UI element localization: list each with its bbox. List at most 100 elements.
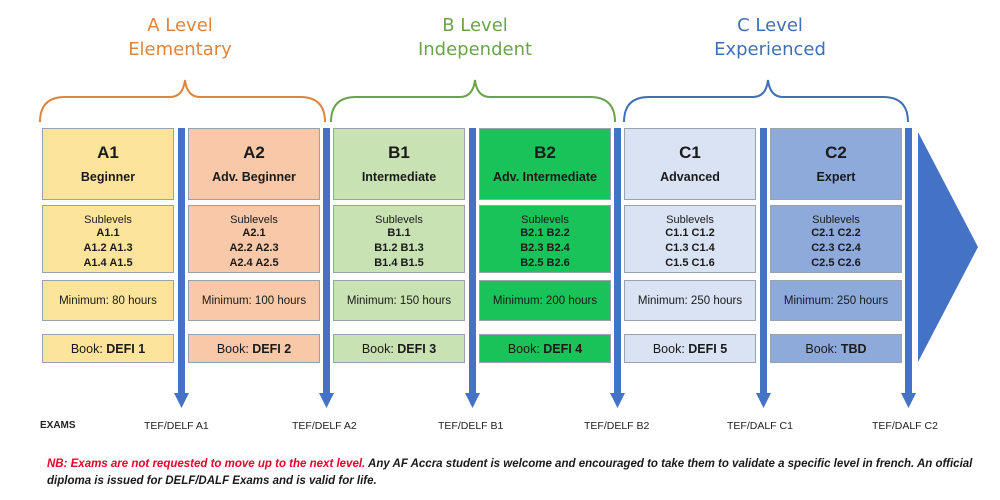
group-title-c-line2: Experienced [714,39,826,60]
group-title-a: A Level Elementary [100,14,260,62]
sublevel-line: A2.1 [242,227,266,239]
exam-b2: TEF/DELF B2 [584,420,650,432]
level-name: Advanced [660,170,720,184]
book-label: Book: [70,342,107,356]
footnote-highlight: NB: Exams are not requested to move up t… [47,458,366,470]
group-title-a-line1: A Level [147,15,213,36]
divider-arrows [174,128,916,408]
sublevel-line: A1.2 A1.3 [83,242,133,254]
sublevel-line: C1.1 C1.2 [665,227,715,239]
sublevel-line: A1.4 A1.5 [83,257,133,269]
level-code: B1 [388,143,410,162]
sublevel-line: C2.5 C2.6 [811,257,861,269]
book-title: DEFI 2 [252,342,292,356]
level-name: Expert [816,170,856,184]
sublevels-title: Sublevels [812,214,860,226]
group-title-b: B Level Independent [390,14,560,62]
book-title: DEFI 3 [397,342,437,356]
sublevels-title: Sublevels [666,214,714,226]
sublevel-line: B2.3 B2.4 [520,242,570,254]
book-title: DEFI 1 [106,342,146,356]
sublevel-line: A2.2 A2.3 [229,242,279,254]
level-code: C2 [825,143,847,162]
group-title-b-line1: B Level [442,15,508,36]
level-c1-minimum-box: Minimum: 250 hours [624,280,756,321]
book-line: Book: DEFI 4 [480,335,610,363]
level-name: Adv. Beginner [212,170,296,184]
level-b1-minimum-box: Minimum: 150 hours [333,280,465,321]
level-b2-minimum-box: Minimum: 200 hours [479,280,611,321]
level-a1-minimum-box: Minimum: 80 hours [42,280,174,321]
sublevel-line: B2.1 B2.2 [520,227,570,239]
book-label: Book: [805,342,841,356]
level-c2-book-box: Book: TBD [770,334,902,363]
divider-arrow-a2 [319,128,334,408]
level-name: Intermediate [361,170,437,184]
minimum-hours: Minimum: 100 hours [201,295,307,307]
sublevels-title: Sublevels [230,214,278,226]
brace-a [39,79,326,123]
brace-b [330,79,616,123]
divider-arrow-b2 [610,128,625,408]
group-title-c: C Level Experienced [690,14,850,62]
sublevel-line: C1.3 C1.4 [665,242,715,254]
level-a1-book-box: Book: DEFI 1 [42,334,174,363]
sublevel-line: C1.5 C1.6 [665,257,715,269]
divider-arrow-c2 [901,128,916,408]
exam-c1: TEF/DALF C1 [727,420,793,432]
book-label: Book: [507,342,544,356]
book-line: Book: DEFI 2 [189,335,319,363]
level-code: A1 [97,143,119,162]
book-title: DEFI 5 [688,342,728,356]
progression-arrow-icon [918,132,978,362]
level-c1-book-box: Book: DEFI 5 [624,334,756,363]
exam-b1: TEF/DELF B1 [438,420,504,432]
sublevel-line: A1.1 [96,227,120,239]
book-label: Book: [361,342,398,356]
footnote: NB: Exams are not requested to move up t… [47,456,977,490]
footnote-text: Any AF Accra student is welcome and enco… [47,458,973,487]
sublevel-line: C2.3 C2.4 [811,242,861,254]
level-code: A2 [243,143,265,162]
divider-arrow-c1 [756,128,771,408]
divider-arrow-a1 [174,128,189,408]
sublevel-line: B1.2 B1.3 [374,242,424,254]
book-line: Book: DEFI 3 [334,335,464,363]
exam-a2: TEF/DELF A2 [292,420,357,432]
sublevels-title: Sublevels [521,214,569,226]
minimum-hours: Minimum: 250 hours [783,295,889,307]
level-a2-book-box: Book: DEFI 2 [188,334,320,363]
group-title-b-line2: Independent [417,39,533,60]
book-label: Book: [652,342,689,356]
sublevel-line: A2.4 A2.5 [229,257,279,269]
exam-a1: TEF/DELF A1 [144,420,209,432]
sublevel-line: C2.1 C2.2 [811,227,861,239]
book-title: DEFI 4 [543,342,583,356]
book-line: Book: DEFI 5 [625,335,755,363]
exam-c2: TEF/DALF C2 [872,420,938,432]
group-title-a-line2: Elementary [128,39,232,60]
book-line: Book: TBD [771,335,901,363]
level-b1-book-box: Book: DEFI 3 [333,334,465,363]
sublevels-title: Sublevels [84,214,132,226]
sublevel-line: B1.1 [387,227,411,239]
level-name: Adv. Intermediate [493,170,597,184]
book-line: Book: DEFI 1 [43,335,173,363]
sublevel-line: B1.4 B1.5 [374,257,424,269]
minimum-hours: Minimum: 250 hours [637,295,743,307]
divider-arrow-b1 [465,128,480,408]
sublevels-title: Sublevels [375,214,423,226]
level-a2-minimum-box: Minimum: 100 hours [188,280,320,321]
exams-label: EXAMS [40,420,76,431]
